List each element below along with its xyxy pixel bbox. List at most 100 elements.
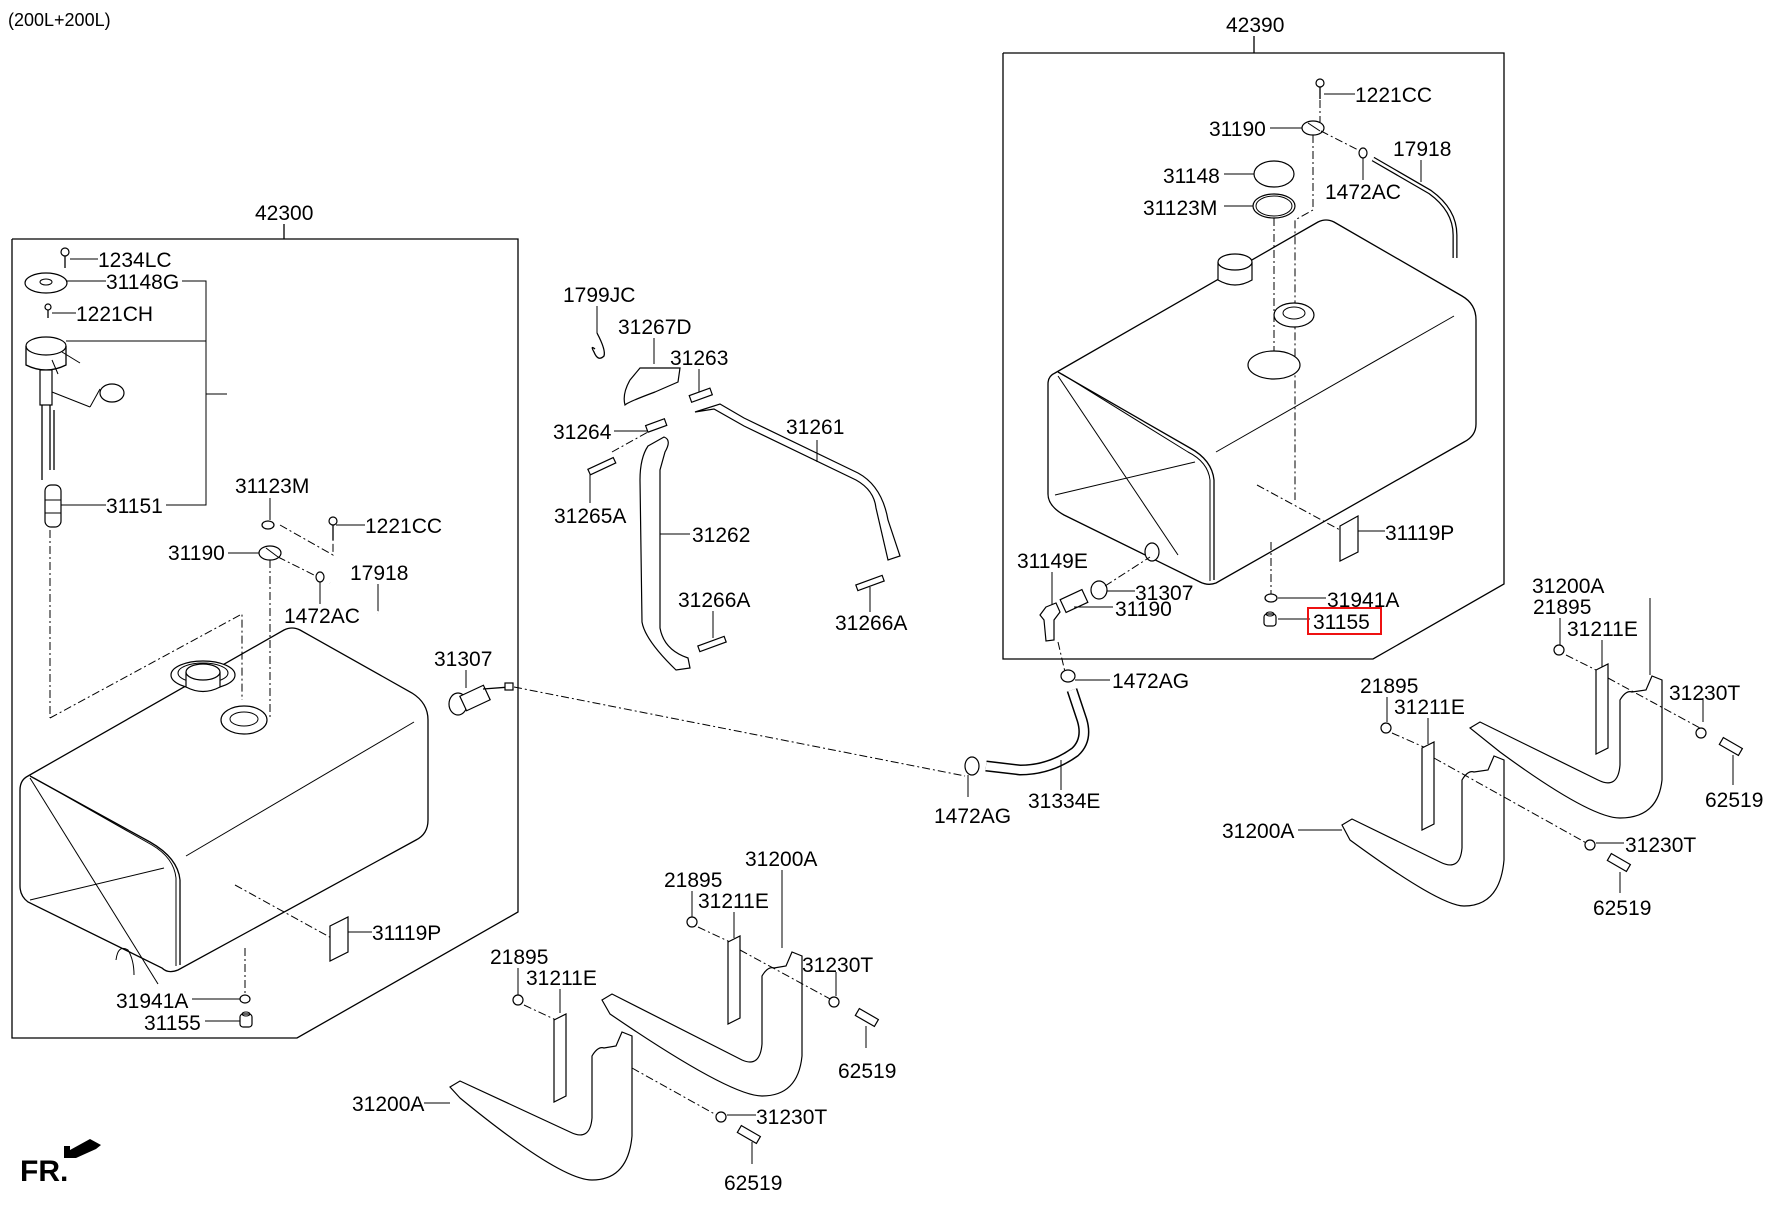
part-label-31211E[interactable]: 31211E (1567, 618, 1638, 641)
part-label-62519[interactable]: 62519 (1593, 897, 1651, 920)
part-label-31190-top[interactable]: 31190 (1209, 118, 1266, 141)
assembly-number-42300[interactable]: 42300 (255, 202, 313, 225)
screw-icon (44, 303, 52, 318)
part-label-31265A[interactable]: 31265A (554, 505, 626, 528)
part-label-31151[interactable]: 31151 (106, 495, 163, 518)
part-label-31211E[interactable]: 31211E (1394, 696, 1465, 719)
sender-cover-icon (24, 272, 68, 294)
gasket-icon (261, 520, 275, 530)
bracket-group-left-lower: 21895 31211E 31200A 31230T 62519 (352, 946, 827, 1195)
part-label-31941A[interactable]: 31941A (116, 990, 188, 1013)
front-direction-label: FR. (20, 1155, 68, 1188)
part-label-21895[interactable]: 21895 (490, 946, 548, 969)
assembly-number-42390[interactable]: 42390 (1226, 14, 1284, 37)
fitting-icon (258, 545, 282, 561)
washer-icon (828, 996, 840, 1008)
part-label-31307[interactable]: 31307 (434, 648, 492, 671)
part-label-31123M-right[interactable]: 31123M (1143, 197, 1217, 220)
part-label-31200A[interactable]: 31200A (745, 848, 817, 871)
bolt-icon (587, 456, 617, 476)
part-label-31119P[interactable]: 31119P (372, 922, 441, 945)
part-label-31266A-right[interactable]: 31266A (835, 612, 907, 635)
part-label-31307-right[interactable]: 31307 (1135, 582, 1193, 605)
part-label-31155-highlighted[interactable]: 31155 (1313, 611, 1370, 634)
part-label-31190-side[interactable]: 31190 (1115, 598, 1172, 621)
part-label-31148[interactable]: 31148 (1163, 165, 1220, 188)
part-label-31123M[interactable]: 31123M (235, 475, 309, 498)
part-label-31262[interactable]: 31262 (692, 524, 750, 547)
screw-icon (328, 516, 338, 540)
pin-icon (688, 387, 714, 404)
part-label-31230T[interactable]: 31230T (1669, 682, 1740, 705)
nut-icon (512, 994, 524, 1006)
strap-vertical-icon (639, 436, 691, 671)
left-assembly: 42300 1234LC 31148G 1221CH (11, 202, 966, 1039)
washer-icon (715, 1111, 727, 1123)
part-label-1472AC-right[interactable]: 1472AC (1325, 181, 1401, 204)
part-label-17918[interactable]: 17918 (350, 562, 408, 585)
part-label-62519[interactable]: 62519 (724, 1172, 782, 1195)
part-label-31190[interactable]: 31190 (168, 542, 225, 565)
part-label-31230T[interactable]: 31230T (756, 1106, 827, 1129)
part-label-62519[interactable]: 62519 (1705, 789, 1763, 812)
part-label-31149E[interactable]: 31149E (1017, 550, 1088, 573)
vent-hose-icon (1371, 156, 1458, 258)
drain-plug-icon (1263, 611, 1277, 627)
washer-icon (1695, 727, 1707, 739)
bracket-icon (449, 1031, 633, 1181)
left-assembly-frame (11, 238, 519, 1039)
clamp-icon (1358, 147, 1368, 159)
part-label-31230T[interactable]: 31230T (802, 954, 873, 977)
part-label-1221CH[interactable]: 1221CH (76, 303, 153, 326)
part-label-1221CC[interactable]: 1221CC (365, 515, 442, 538)
part-label-31334E[interactable]: 31334E (1028, 790, 1100, 813)
part-label-31211E[interactable]: 31211E (698, 890, 769, 913)
part-label-31155[interactable]: 31155 (144, 1012, 201, 1035)
part-label-21895[interactable]: 21895 (1533, 596, 1591, 619)
part-label-1799JC[interactable]: 1799JC (563, 284, 635, 307)
part-label-31200A[interactable]: 31200A (352, 1093, 424, 1116)
part-label-31148G[interactable]: 31148G (106, 271, 179, 294)
part-label-31261[interactable]: 31261 (786, 416, 844, 439)
fuel-tank-right-icon (1047, 219, 1477, 595)
washer-icon (239, 994, 251, 1004)
strap-horizontal-icon (694, 403, 901, 561)
pin-icon (697, 635, 727, 653)
part-label-31267D[interactable]: 31267D (618, 316, 692, 339)
part-label-31263[interactable]: 31263 (670, 347, 728, 370)
part-label-1221CC-right[interactable]: 1221CC (1355, 84, 1432, 107)
washer-icon (1264, 593, 1278, 603)
part-label-1472AG-upper[interactable]: 1472AG (1112, 670, 1189, 693)
nut-icon (1380, 722, 1392, 734)
strap-cover-icon (623, 367, 681, 407)
drain-plug-icon (239, 1011, 253, 1028)
part-label-21895[interactable]: 21895 (664, 869, 722, 892)
part-label-31266A[interactable]: 31266A (678, 589, 750, 612)
elbow-hose-icon (1039, 602, 1061, 642)
part-label-17918-right[interactable]: 17918 (1393, 138, 1451, 161)
part-label-21895[interactable]: 21895 (1360, 675, 1418, 698)
bracket-group-right-upper: 31200A 21895 31211E 31230T 62519 (1468, 575, 1763, 819)
washer-icon (1584, 839, 1596, 851)
hose-clamp-icon (1060, 669, 1076, 683)
part-label-1472AG-lower[interactable]: 1472AG (934, 805, 1011, 828)
part-label-1472AC[interactable]: 1472AC (284, 605, 360, 628)
part-label-62519[interactable]: 62519 (838, 1060, 896, 1083)
part-label-31200A[interactable]: 31200A (1222, 820, 1294, 843)
pin-icon (644, 417, 668, 433)
bracket-icon (601, 951, 803, 1097)
part-label-1234LC[interactable]: 1234LC (98, 249, 172, 272)
hose-group: 1472AG 31334E 1472AG (934, 669, 1189, 828)
part-label-31941A-right[interactable]: 31941A (1327, 589, 1399, 612)
part-label-31211E[interactable]: 31211E (526, 967, 597, 990)
front-direction-arrow-icon (64, 1139, 101, 1158)
vent-hose-icon (329, 582, 414, 680)
part-label-31119P-right[interactable]: 31119P (1385, 522, 1454, 545)
part-label-31264[interactable]: 31264 (553, 421, 612, 444)
connector-icon (448, 682, 514, 716)
part-label-31230T[interactable]: 31230T (1625, 834, 1696, 857)
nut-icon (686, 916, 698, 928)
connector-icon (1059, 580, 1108, 614)
part-label-31200A[interactable]: 31200A (1532, 575, 1604, 598)
